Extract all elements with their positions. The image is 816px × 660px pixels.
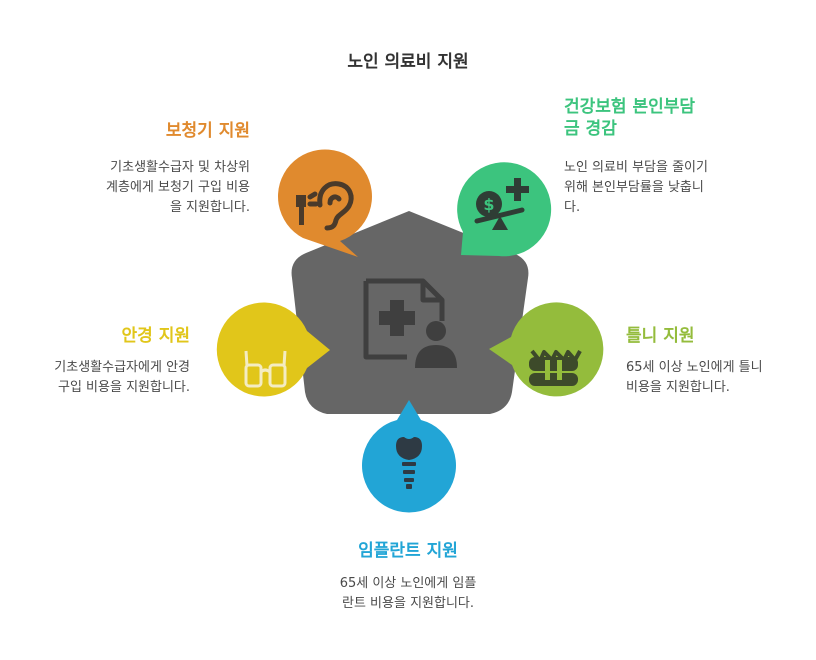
dentures-petal-shape — [489, 302, 604, 397]
dentures-icon — [529, 349, 582, 386]
hearing-aid-petal — [277, 149, 372, 257]
hearing-aid-icon — [296, 181, 354, 231]
cost-reduction-petal-shape — [457, 162, 552, 257]
medical-record-person-icon — [363, 278, 457, 368]
hearing-aid-petal-shape — [277, 149, 372, 257]
glasses-icon — [244, 350, 287, 388]
hearing-aid-title: 보청기 지원 — [165, 121, 250, 141]
svg-text:$: $ — [483, 195, 494, 214]
diagram-title: 노인 의료비 지원 — [347, 52, 469, 72]
dental-implant-description: 65세 이상 노인에게 임플 란트 비용을 지원합니다. — [339, 576, 477, 611]
dentures-description: 65세 이상 노인에게 틀니 비용을 지원합니다. — [626, 360, 763, 395]
hearing-aid-description: 기초생활수급자 및 차상위 계층에게 보청기 구입 비용 을 지원합니다. — [106, 160, 250, 215]
cost-reduction-icon: $ — [474, 178, 529, 230]
cost-reduction-title: 건강보험 본인부담 금 경감 — [564, 97, 696, 139]
dentures-title: 틀니 지원 — [626, 326, 695, 346]
cost-reduction-description: 노인 의료비 부담을 줄이기 위해 본인부담률을 낮춥니 다. — [564, 160, 708, 215]
dentures-petal — [489, 302, 604, 397]
dental-implant-icon — [396, 437, 422, 489]
cost-reduction-petal: $ — [457, 162, 552, 257]
dental-implant-petal — [362, 400, 456, 513]
glasses-description: 기초생활수급자에게 안경 구입 비용을 지원합니다. — [54, 360, 190, 395]
glasses-petal — [216, 302, 330, 397]
dental-implant-title: 임플란트 지원 — [358, 541, 458, 561]
glasses-title: 안경 지원 — [121, 326, 190, 346]
